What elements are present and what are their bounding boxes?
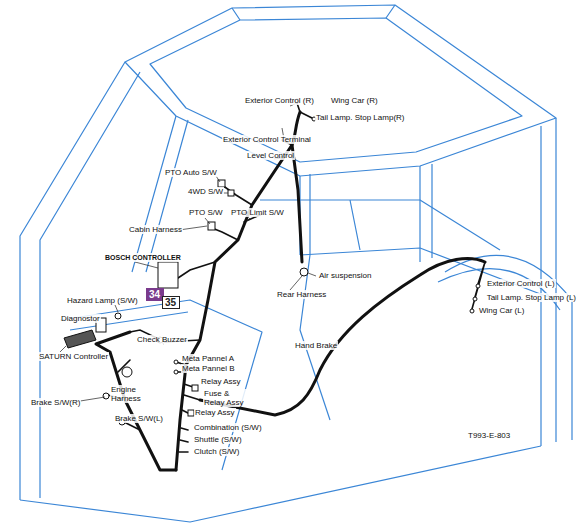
part-label: Shuttle (S/W) [193, 435, 243, 444]
part-label: Check Buzzer [136, 335, 188, 344]
part-label: PTO S/W [188, 208, 224, 217]
part-label: Rear Harness [276, 290, 327, 299]
part-label: Tail Lamp. Stop Lamp (L) [486, 293, 577, 302]
part-label: Clutch (S/W) [193, 447, 240, 456]
part-label: Relay Assy [200, 377, 242, 386]
part-label: SATURN Controller [38, 352, 109, 361]
part-label: Air suspension [318, 271, 372, 280]
part-label: Exterior Control (R) [244, 96, 315, 105]
part-label: Wing Car (R) [330, 96, 379, 105]
part-label: Hand Brake [294, 341, 338, 350]
part-label: Engine Harness [110, 385, 146, 403]
part-label: T993-E-803 [467, 431, 511, 440]
cabin-frame [20, 5, 572, 522]
part-label: Fuse & Relay Assy [203, 389, 251, 407]
callout-number: 35 [165, 297, 176, 308]
part-label: Relay Assy [194, 408, 236, 417]
callout-number: 34 [149, 289, 160, 300]
part-label: Exterior Control (L) [486, 279, 556, 288]
part-label: Wing Car (L) [478, 306, 525, 315]
callout-box: 35 [162, 296, 180, 309]
part-label: Tail Lamp. Stop Lamp(R) [315, 113, 405, 122]
part-label: Brake S/W(R) [30, 398, 81, 407]
leader-lines [60, 103, 316, 421]
harness-branches [108, 103, 485, 452]
part-label: BOSCH CONTROLLER [104, 253, 182, 262]
connectors [64, 99, 480, 425]
part-label: Exterior Control Terminal [222, 135, 312, 144]
part-label: PTO Limit S/W [230, 208, 285, 217]
part-label: Cabin Harness [128, 225, 183, 234]
wire-harness [96, 112, 485, 470]
part-label: 4WD S/W [187, 187, 224, 196]
part-label: Brake S/W(L) [114, 414, 164, 423]
part-label: Meta Pannel B [181, 364, 235, 373]
part-label: PTO Auto S/W [164, 168, 218, 177]
part-label: Meta Pannel A [181, 354, 235, 363]
part-label: Diagnostor [60, 314, 101, 323]
part-label: Combination (S/W) [193, 423, 263, 432]
part-label: Level Control [246, 151, 295, 160]
part-label: Hazard Lamp (S/W) [66, 296, 139, 305]
